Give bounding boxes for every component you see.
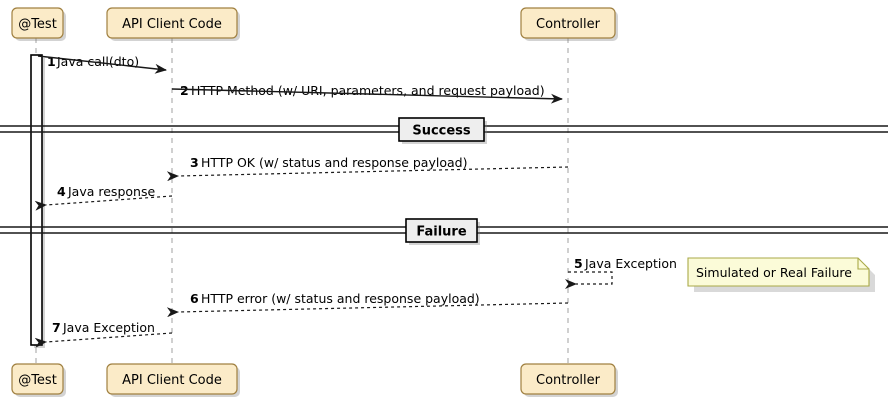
message-5-selfloop-arrow: [565, 271, 613, 289]
participant-label-client-top: API Client Code: [122, 17, 222, 32]
divider-success: Success: [0, 117, 888, 144]
participant-box-test-top[interactable]: @Test: [11, 7, 66, 41]
divider-success-rect: [398, 117, 485, 142]
message-3-label: HTTP OK (w/ status and response payload): [201, 155, 467, 170]
message-5-number: 5: [574, 256, 583, 271]
divider-success-label: Success: [412, 124, 471, 139]
message-6-label: HTTP error (w/ status and response paylo…: [201, 291, 480, 306]
note-label: Simulated or Real Failure: [696, 265, 852, 280]
message-2-arrow: [171, 88, 563, 104]
participant-label-client-bottom: API Client Code: [122, 373, 222, 388]
message-2-label: HTTP Method (w/ URI, parameters, and req…: [191, 83, 545, 98]
message-7-label: Java Exception: [62, 320, 155, 335]
participant-box-controller-top[interactable]: Controller: [520, 7, 618, 41]
participant-rect: [11, 7, 64, 39]
message-4-label: Java response: [67, 184, 155, 199]
message-7[interactable]: 7 Java Exception: [34, 320, 173, 348]
message-6-number: 6: [190, 291, 199, 306]
activation-bar-test: [30, 54, 45, 348]
message-3-number: 3: [190, 155, 199, 170]
message-1-arrow: [37, 55, 167, 74]
message-1-label: Java call(dto): [56, 54, 139, 69]
note-body: [687, 257, 870, 287]
message-7-number: 7: [52, 320, 61, 335]
participant-box-controller-bottom[interactable]: Controller: [520, 363, 618, 397]
participant-label-test-bottom: @Test: [18, 373, 57, 388]
message-6[interactable]: 6 HTTP error (w/ status and response pay…: [166, 291, 569, 318]
message-6-arrow: [166, 302, 569, 318]
message-4[interactable]: 4 Java response: [34, 184, 173, 211]
participant-rect: [520, 363, 616, 395]
message-5-label: Java Exception: [584, 256, 677, 271]
message-2[interactable]: 2 HTTP Method (w/ URI, parameters, and r…: [171, 83, 563, 104]
participant-box-client-top[interactable]: API Client Code: [106, 7, 240, 41]
participant-label-controller-top: Controller: [536, 17, 601, 32]
message-3-arrow: [166, 166, 569, 182]
participant-rect: [106, 7, 238, 39]
message-1[interactable]: 1 Java call(dto): [37, 54, 167, 74]
participant-label-controller-bottom: Controller: [536, 373, 601, 388]
message-4-number: 4: [57, 184, 66, 199]
note-fold-corner: [857, 258, 869, 270]
participant-box-test-bottom[interactable]: @Test: [11, 363, 66, 397]
message-1-number: 1: [47, 54, 56, 69]
participant-label-test-top: @Test: [18, 17, 57, 32]
participant-rect: [11, 363, 64, 395]
participant-rect: [106, 363, 238, 395]
activation-rect: [30, 54, 43, 346]
note-simulated-or-real-failure: Simulated or Real Failure: [687, 257, 875, 292]
message-2-number: 2: [180, 83, 189, 98]
message-3[interactable]: 3 HTTP OK (w/ status and response payloa…: [166, 155, 569, 182]
participant-rect: [520, 7, 616, 39]
message-5[interactable]: 5 Java Exception: [565, 256, 677, 289]
participant-box-client-bottom[interactable]: API Client Code: [106, 363, 240, 397]
divider-failure-rect: [405, 218, 478, 243]
divider-failure: Failure: [0, 218, 888, 245]
divider-failure-label: Failure: [416, 225, 466, 240]
